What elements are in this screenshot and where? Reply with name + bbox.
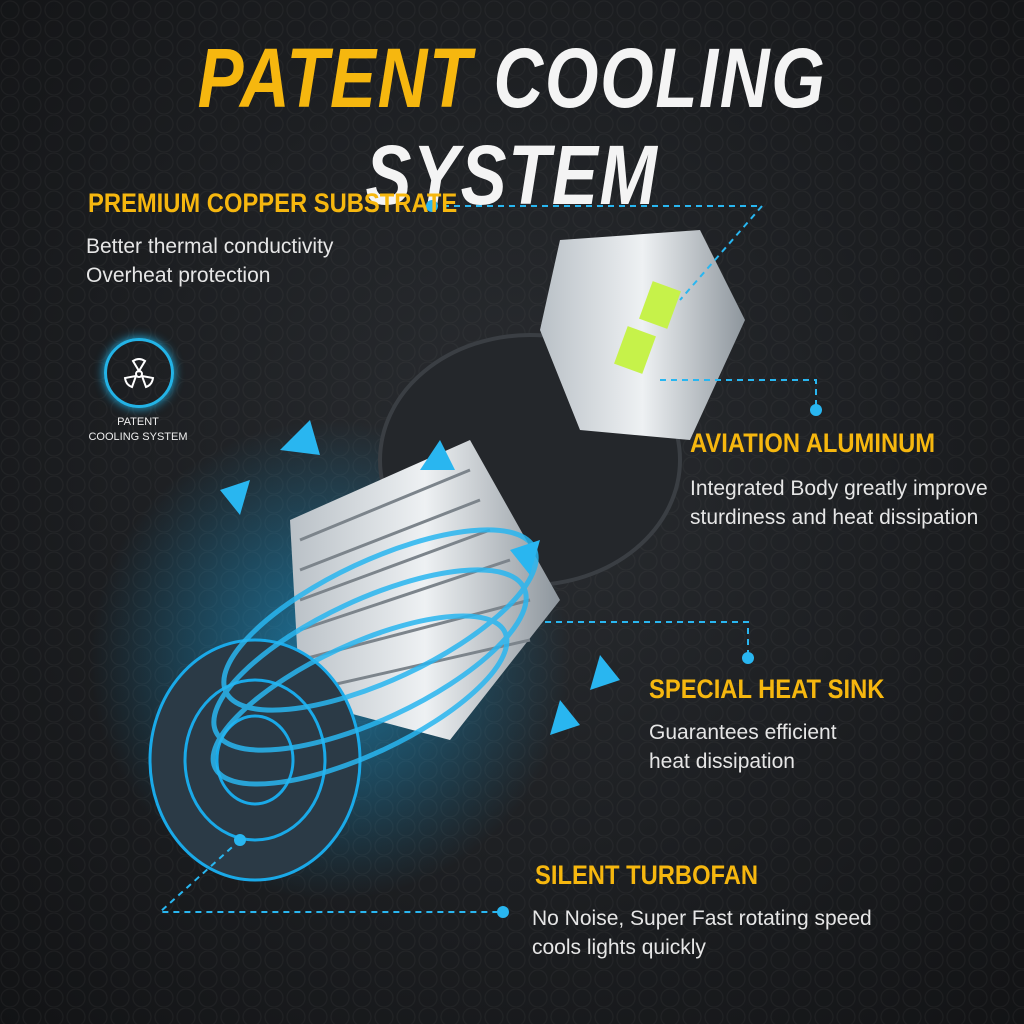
callout-dot — [742, 652, 754, 664]
feature-title-heat-sink: SPECIAL HEAT SINK — [649, 674, 885, 704]
feature-title-turbofan: SILENT TURBOFAN — [535, 860, 759, 890]
feature-desc-copper: Better thermal conductivity Overheat pro… — [86, 235, 334, 287]
airflow-arrows — [220, 420, 620, 735]
feature-title-copper: PREMIUM COPPER SUBSTRATE — [88, 188, 458, 218]
badge-label: PATENT COOLING SYSTEM — [88, 416, 188, 443]
page-title: PATENT COOLING SYSTEM — [197, 31, 827, 222]
callout-dot — [810, 404, 822, 416]
callout-dot — [426, 200, 438, 212]
feature-desc-turbofan: No Noise, Super Fast rotating speed cool… — [532, 907, 872, 959]
callout-dot — [234, 834, 246, 846]
led-head — [540, 230, 745, 440]
feature-desc-aluminum: Integrated Body greatly improve sturdine… — [690, 477, 988, 529]
feature-title-aluminum: AVIATION ALUMINUM — [690, 428, 936, 458]
callout-dot — [497, 906, 509, 918]
turbofan — [148, 638, 362, 882]
fan-icon — [104, 338, 174, 408]
callout-lines — [157, 205, 817, 913]
feature-desc-heat-sink: Guarantees efficient heat dissipation — [649, 721, 837, 773]
